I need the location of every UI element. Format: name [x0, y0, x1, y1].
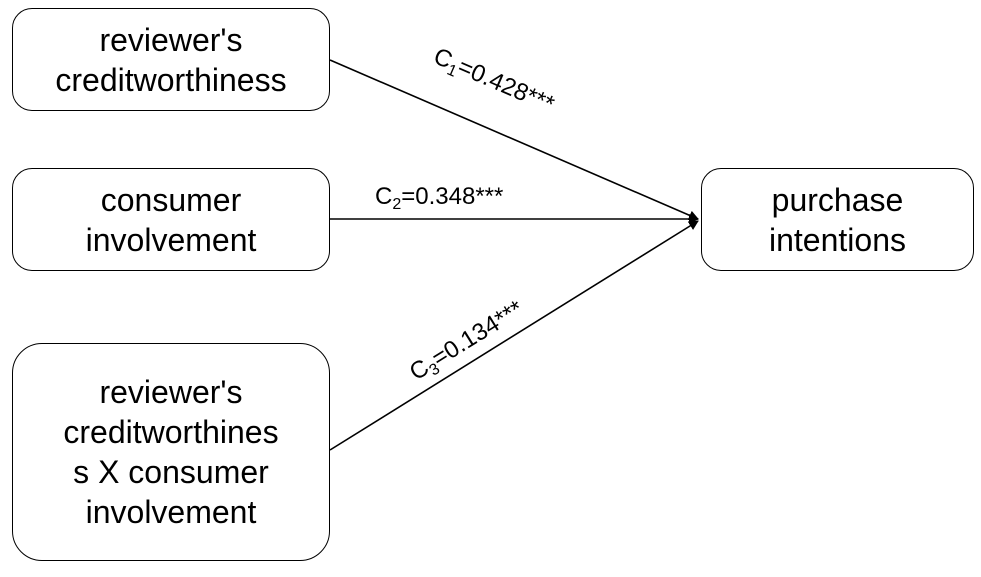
node-interaction-term: reviewer's creditworthines s X consumer …	[12, 343, 330, 561]
node-label: reviewer's creditworthines s X consumer …	[63, 374, 279, 530]
path-label-c2: C2=0.348***	[375, 183, 503, 213]
arrow-c3	[329, 220, 699, 451]
node-reviewer-creditworthiness: reviewer's creditworthiness	[12, 8, 330, 111]
node-label: consumer involvement	[85, 181, 257, 258]
path-label-c3: C3=0.134***	[405, 295, 530, 388]
node-purchase-intentions: purchase intentions	[701, 168, 974, 271]
arrow-c1	[329, 59, 699, 221]
node-label: purchase intentions	[769, 181, 906, 258]
path-label-c1: C1=0.428***	[428, 43, 558, 122]
node-label: reviewer's creditworthiness	[55, 21, 287, 98]
node-consumer-involvement: consumer involvement	[12, 168, 330, 271]
